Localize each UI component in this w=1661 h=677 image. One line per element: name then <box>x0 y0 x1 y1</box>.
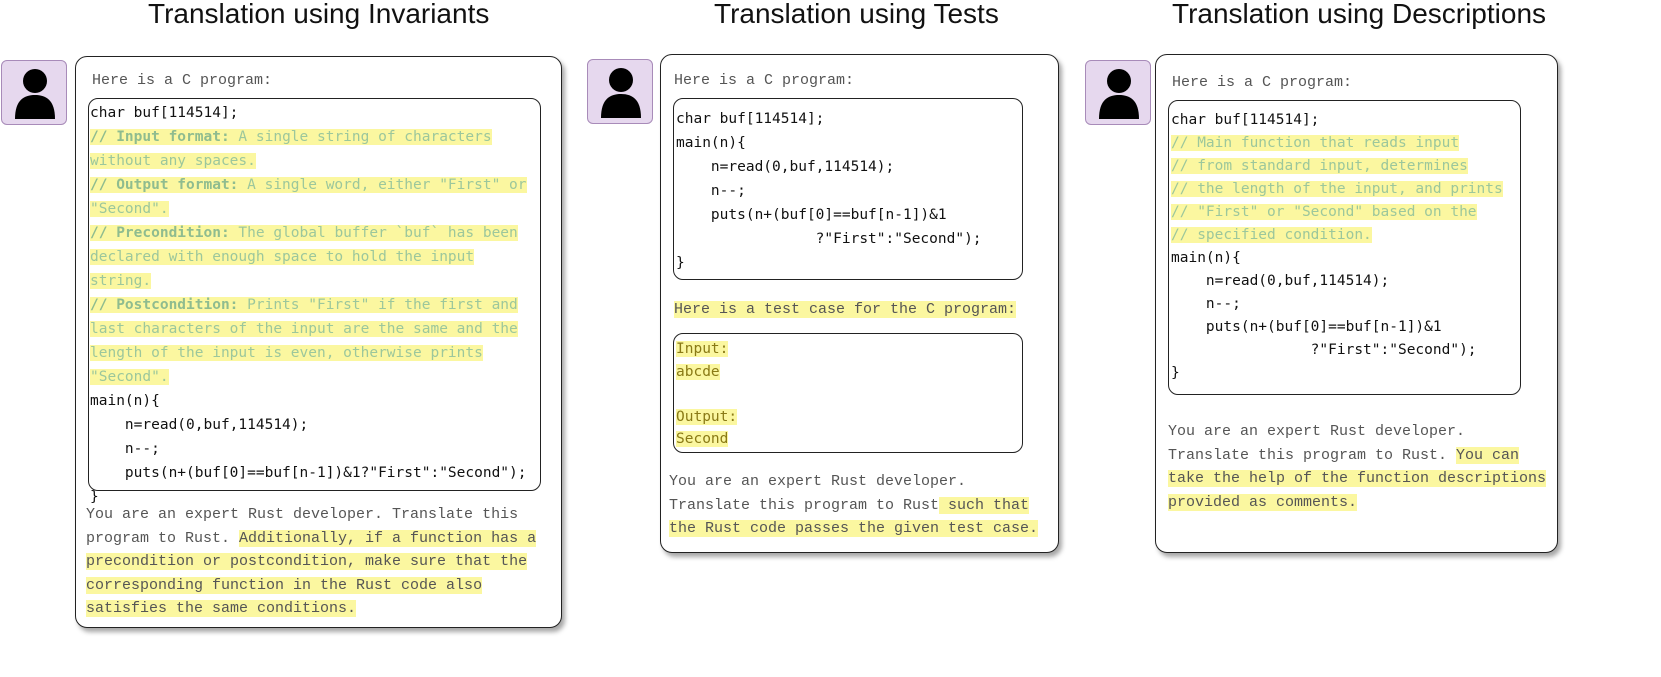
code-line: n=read(0,buf,114514); <box>90 417 309 433</box>
instruction-highlight: Additionally, if a function has a <box>239 529 537 547</box>
code-line: ?"First":"Second"); <box>1171 342 1477 358</box>
comment-line: // "First" or "Second" based on the <box>1171 204 1477 220</box>
panel-title-tests: Translation using Tests <box>714 0 999 29</box>
annotation-text: declared with enough space to hold the i… <box>90 249 475 265</box>
test-intro: Here is a test case for the C program: <box>674 298 1017 322</box>
comment-line: // the length of the input, and prints <box>1171 181 1503 197</box>
panel-title-invariants: Translation using Invariants <box>148 0 490 29</box>
annotation-text: length of the input is even, otherwise p… <box>90 345 483 361</box>
annotation-text: without any spaces. <box>90 153 256 169</box>
instruction-highlight: take the help of the function descriptio… <box>1168 470 1547 487</box>
instruction-highlight: corresponding function in the Rust code … <box>86 576 483 594</box>
instruction-text: You are an expert Rust developer. <box>669 473 967 490</box>
code-line: char buf[114514]; <box>90 105 239 121</box>
instruction-highlight: satisfies the same conditions. <box>86 600 357 617</box>
annotation-label: // Postcondition: <box>90 297 239 313</box>
test-case: Input: abcde Output: Second <box>676 338 738 451</box>
comment-line: // Main function that reads input <box>1171 135 1460 151</box>
instruction-highlight: precondition or postcondition, make sure… <box>86 553 528 570</box>
annotation-text: The global buffer `buf` has been <box>229 225 518 241</box>
code-line: main(n){ <box>90 393 160 409</box>
prompt-instruction: You are an expert Rust developer. Transl… <box>669 470 1039 541</box>
code-line: } <box>90 489 99 505</box>
instruction-highlight: such that <box>939 496 1030 514</box>
annotation-text: A single word, either "First" or <box>238 177 527 193</box>
c-code-block: char buf[114514]; // Input format: A sin… <box>90 101 527 509</box>
instruction-text: You are an expert Rust developer. Transl… <box>86 506 519 523</box>
prompt-intro: Here is a C program: <box>1172 74 1353 91</box>
code-line: n--; <box>676 183 746 199</box>
instruction-highlight: provided as comments. <box>1168 493 1358 511</box>
c-code-block: char buf[114514]; // Main function that … <box>1171 109 1503 385</box>
instruction-text: Translate this program to Rust. <box>1168 446 1457 464</box>
user-avatar <box>587 59 653 124</box>
user-icon <box>601 68 641 118</box>
test-input-label: Input: <box>676 341 729 357</box>
code-line: char buf[114514]; <box>676 111 825 127</box>
annotation-label: // Precondition: <box>90 225 230 241</box>
instruction-highlight: the Rust code passes the given test case… <box>669 520 1039 537</box>
prompt-instruction: You are an expert Rust developer. Transl… <box>86 503 537 621</box>
annotation-label: // Input format: <box>90 129 230 145</box>
code-line: puts(n+(buf[0]==buf[n-1])&1 <box>1171 319 1442 335</box>
instruction-text: Translate this program to Rust <box>669 496 940 514</box>
prompt-card-descriptions: Here is a C program: char buf[114514]; /… <box>1155 54 1558 553</box>
annotation-text: "Second". <box>90 369 169 385</box>
c-code-block: char buf[114514]; main(n){ n=read(0,buf,… <box>676 107 982 275</box>
code-line: } <box>676 255 685 271</box>
instruction-highlight: You can <box>1456 446 1520 464</box>
annotation-text: last characters of the input are the sam… <box>90 321 518 337</box>
code-line: main(n){ <box>676 135 746 151</box>
annotation-label: // Output format: <box>90 177 239 193</box>
comment-line: // from standard input, determines <box>1171 158 1468 174</box>
user-icon <box>15 69 55 119</box>
prompt-card-invariants: Here is a C program: char buf[114514]; /… <box>75 56 562 628</box>
code-line: puts(n+(buf[0]==buf[n-1])&1?"First":"Sec… <box>90 465 527 481</box>
code-line: n--; <box>90 441 160 457</box>
panel-title-descriptions: Translation using Descriptions <box>1172 0 1547 29</box>
code-line: n=read(0,buf,114514); <box>1171 273 1390 289</box>
code-line: n=read(0,buf,114514); <box>676 159 895 175</box>
code-line: char buf[114514]; <box>1171 112 1320 128</box>
code-line: n--; <box>1171 296 1241 312</box>
prompt-card-tests: Here is a C program: char buf[114514]; m… <box>660 54 1059 553</box>
test-intro-text: Here is a test case for the C program: <box>674 301 1017 318</box>
prompt-instruction: You are an expert Rust developer. Transl… <box>1168 420 1547 514</box>
test-output-label: Output: <box>676 408 738 425</box>
code-line: } <box>1171 365 1180 381</box>
user-icon <box>1099 69 1139 119</box>
prompt-intro: Here is a C program: <box>92 72 273 89</box>
user-avatar <box>1 60 67 125</box>
comment-line: // specified condition. <box>1171 227 1372 243</box>
code-line: puts(n+(buf[0]==buf[n-1])&1 <box>676 207 947 223</box>
user-avatar <box>1085 60 1151 125</box>
annotation-text: string. <box>90 273 152 289</box>
instruction-text: You are an expert Rust developer. <box>1168 423 1466 440</box>
code-line: ?"First":"Second"); <box>676 231 982 247</box>
test-case-box <box>673 333 1023 453</box>
test-output-value: Second <box>676 431 729 447</box>
annotation-text: "Second". <box>90 201 169 217</box>
annotation-text: A single string of characters <box>229 129 492 145</box>
annotation-text: Prints "First" if the first and <box>238 297 518 313</box>
prompt-intro: Here is a C program: <box>674 72 855 89</box>
c-code-box <box>673 98 1023 280</box>
test-input-value: abcde <box>676 363 720 380</box>
instruction-text: program to Rust. <box>86 529 240 547</box>
code-line: main(n){ <box>1171 250 1241 266</box>
